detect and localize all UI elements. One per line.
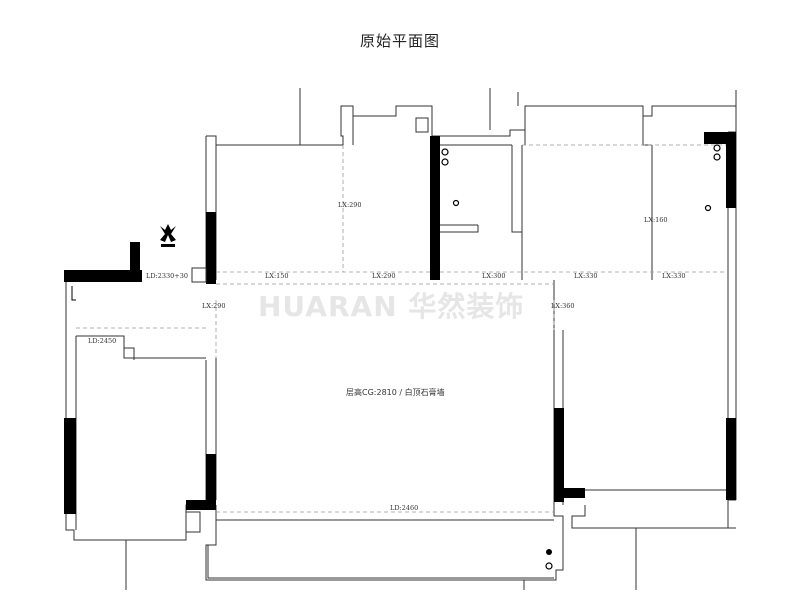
ceiling-height-note: 层高CG:2810 / 白顶石膏墙 — [346, 387, 445, 397]
pipe-icon — [441, 158, 449, 166]
drain-icon — [452, 199, 460, 207]
solid-walls — [64, 132, 736, 514]
dim-lx-360: LX:360 — [551, 302, 575, 310]
dim-ld-2460: LD:2460 — [390, 504, 418, 512]
column-blocks — [185, 117, 429, 533]
wall-outlines — [65, 88, 737, 590]
dim-lx-330-a: LX:330 — [574, 272, 598, 280]
pipe-icons — [441, 144, 721, 570]
floor-drain-icon — [546, 549, 552, 555]
dim-lx-290-left: LX:290 — [202, 302, 226, 310]
dim-lx-150: LX:150 — [265, 272, 289, 280]
dim-lx-330-b: LX:330 — [662, 272, 686, 280]
pipe-icon — [713, 144, 721, 152]
watermark: HUARAN 华然装饰 — [258, 290, 524, 323]
pipe-icon — [441, 148, 449, 156]
dim-lx-160: LX:160 — [644, 216, 668, 224]
north-compass-icon — [160, 224, 176, 247]
dim-ld-2330: LD:2330+30 — [146, 272, 188, 280]
drawing-title: 原始平面图 — [359, 33, 440, 50]
dim-lx-300: LX:300 — [482, 272, 506, 280]
door-mark-icon — [71, 286, 76, 301]
drain-icon — [545, 562, 553, 570]
dim-lx-290-top: LX:290 — [338, 201, 362, 209]
dim-ld-2450: LD:2450 — [88, 337, 116, 345]
dim-lx-290-bottom: LX:290 — [372, 272, 396, 280]
dashed-lines — [76, 144, 728, 513]
pipe-icon — [713, 153, 721, 161]
drain-icon — [704, 204, 712, 212]
